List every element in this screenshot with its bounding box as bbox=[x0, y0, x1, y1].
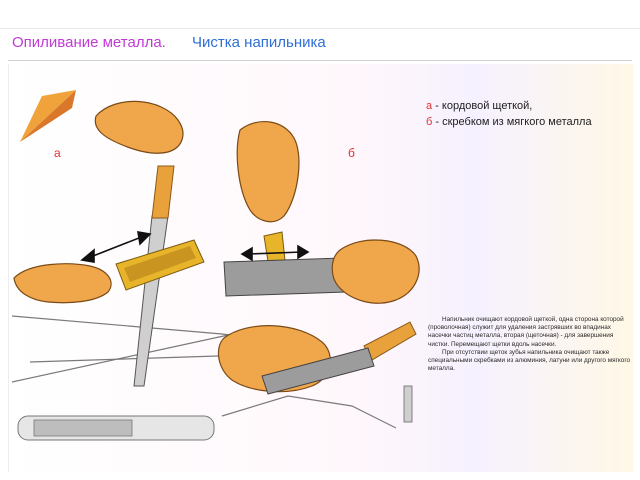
hand-left-icon bbox=[13, 263, 112, 304]
file-cleaning-illustration bbox=[12, 90, 420, 441]
figure-label-b: б bbox=[348, 146, 355, 160]
legend-item-a: а - кордовой щеткой, bbox=[426, 98, 632, 114]
file-c-icon bbox=[261, 347, 375, 395]
corner-logo-icon bbox=[20, 90, 76, 142]
top-band bbox=[0, 0, 640, 29]
card-brush-bottom-icon bbox=[17, 415, 215, 441]
table-edge-c bbox=[221, 395, 397, 429]
description-text: Напильник очищают кордовой щеткой, одна … bbox=[428, 316, 632, 373]
vice-lines bbox=[12, 315, 243, 383]
card-brush-icon bbox=[115, 239, 205, 291]
legend-item-b: б - скребком из мягкого металла bbox=[426, 114, 632, 130]
figure-label-a: а bbox=[54, 146, 61, 160]
small-scraper-icon bbox=[403, 385, 413, 423]
description-paragraph-2: При отсутствии щеток зубья напильника оч… bbox=[428, 348, 631, 373]
slide-subtitle: Чистка напильника bbox=[192, 34, 326, 51]
motion-arrow-b-icon bbox=[240, 244, 310, 262]
legend-text-a: - кордовой щеткой, bbox=[432, 100, 533, 112]
legend-key-b: б bbox=[426, 116, 433, 128]
legend: а - кордовой щеткой, б - скребком из мяг… bbox=[426, 98, 632, 130]
file-handle-icon bbox=[363, 321, 417, 361]
legend-text-b: - скребком из мягкого металла bbox=[432, 116, 592, 128]
hand-b-right-icon bbox=[331, 239, 420, 304]
motion-arrow-a-icon bbox=[80, 231, 152, 263]
slide-title: Опиливание металла. bbox=[12, 34, 166, 51]
description-paragraph-1: Напильник очищают кордовой щеткой, одна … bbox=[428, 316, 624, 348]
hand-b-top-icon bbox=[236, 121, 300, 223]
slide-title-row: Опиливание металла. Чистка напильника bbox=[12, 34, 628, 56]
hand-top-icon bbox=[94, 100, 184, 154]
file-horizontal-icon bbox=[223, 257, 347, 297]
title-divider bbox=[8, 60, 632, 61]
legend-key-a: а bbox=[426, 100, 433, 112]
